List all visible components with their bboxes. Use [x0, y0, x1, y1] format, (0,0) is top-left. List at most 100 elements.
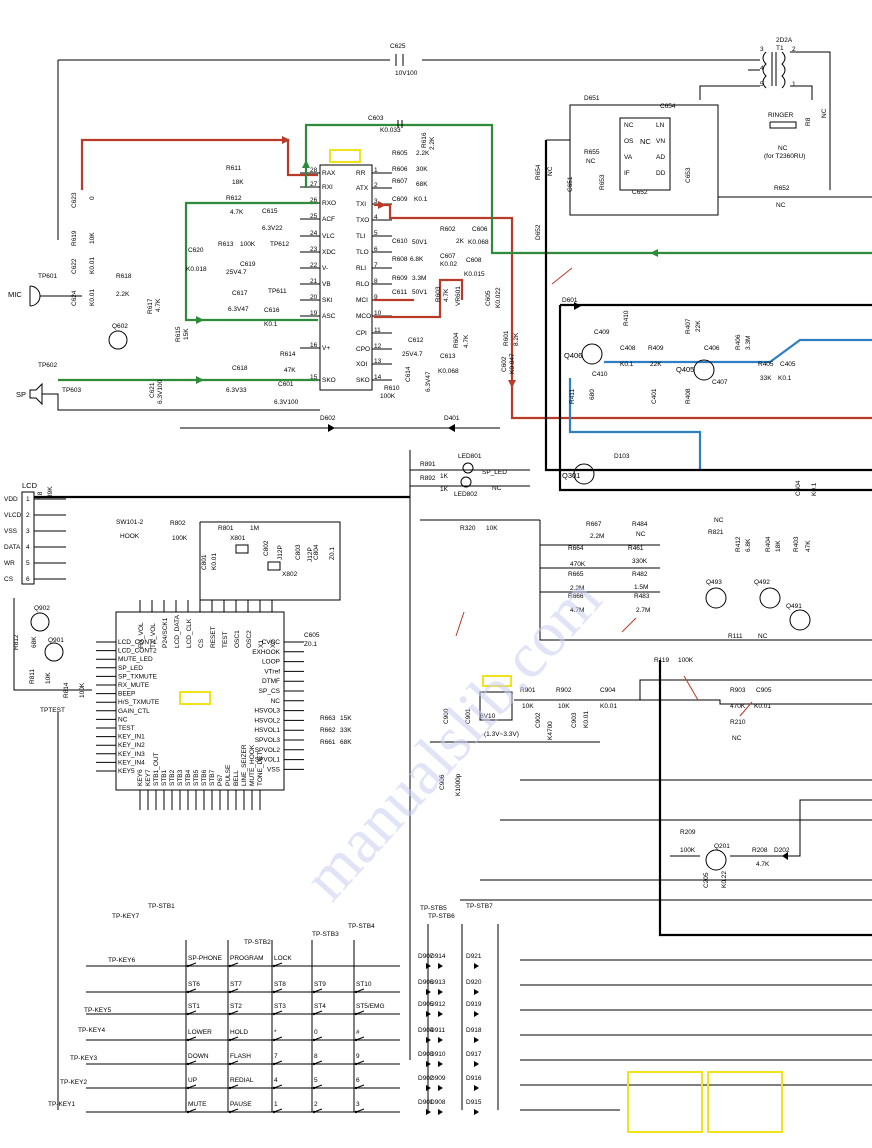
- right-mid-parts: NC R821 R412 6.8K R404 18K R403 47K R667…: [430, 517, 872, 937]
- r602-label: R602: [440, 226, 456, 233]
- speech-ic-pin-no: 14: [374, 374, 382, 381]
- c607-value: K0.02: [440, 261, 457, 268]
- tptest-label: TPTEST: [40, 707, 65, 714]
- tp-tpkey7: TP-KEY7: [112, 913, 139, 920]
- mcu-pin-p67: P67: [217, 774, 224, 786]
- speech-parts: C603 K0.033 R616 2.2K R611 18K R605 2.2K…: [71, 115, 520, 432]
- r618-label: R618: [116, 273, 132, 280]
- r891-label: R891: [420, 461, 436, 468]
- mcu-pin-spvol3: SPVOL3: [255, 737, 281, 744]
- d601-label: D601: [562, 297, 578, 304]
- c607-label: C607: [440, 253, 456, 260]
- c618-label: C618: [232, 365, 248, 372]
- annotation-arrows: [455, 267, 753, 717]
- green-signal-path: [304, 123, 872, 255]
- speech-ic-pin-no: 26: [310, 197, 318, 204]
- diode-d917: D917: [466, 1051, 482, 1058]
- key-spphone-label: SP-PHONE: [188, 955, 223, 962]
- mcu-pin-txvol: TX_VOL: [150, 623, 157, 648]
- r902-label: R902: [556, 687, 572, 694]
- reg-label: 6V10: [480, 713, 496, 720]
- diode-d914: D914: [430, 953, 446, 960]
- key-lower-label: LOWER: [188, 1029, 212, 1036]
- r614-value: 47K: [284, 367, 296, 374]
- key-contact: [228, 1086, 232, 1090]
- key-0-label: 0: [314, 1029, 318, 1036]
- c408-value: K0.1: [620, 361, 634, 368]
- c615-value: 6.3V22: [262, 225, 283, 232]
- key-contact: [228, 964, 232, 968]
- lcd-title: LCD: [22, 481, 38, 490]
- speech-ic-pin-no: 13: [374, 358, 382, 365]
- mcu-pin-key6: KEY6: [137, 769, 144, 786]
- mcu-pin-osc2: OSC2: [246, 630, 253, 648]
- d401-label: D401: [444, 415, 460, 422]
- highlight-box-1: [627, 1071, 703, 1133]
- mcu-pin-stb6: STB6: [201, 769, 208, 786]
- c405-label: C405: [780, 361, 796, 368]
- led801-label: LED801: [458, 453, 482, 460]
- r412-value: 6.8K: [745, 538, 752, 552]
- key-contact: [228, 1062, 232, 1066]
- right-bus-lines: [460, 779, 872, 1111]
- key-contact: [228, 1038, 232, 1042]
- diode-d907: D907: [418, 953, 434, 960]
- c605-value: K0.022: [495, 287, 502, 308]
- c902-label: C902: [535, 712, 542, 728]
- r603-label: R603: [435, 286, 442, 302]
- mcu-pin-x1: X1: [258, 640, 265, 648]
- key-st3-label: ST3: [274, 1003, 286, 1010]
- diode-d921: D921: [466, 953, 482, 960]
- line-interface: D652 R654 NC D601 C409 R410 R407 22K Q40…: [535, 140, 872, 496]
- speech-ic-pin-asc: ASC: [322, 313, 336, 320]
- lcd-pin-no: 2: [26, 512, 30, 519]
- mcu-pin-muteled: MUTE_LED: [118, 656, 153, 663]
- r611-label: R611: [226, 165, 241, 172]
- r209-label: R209: [680, 829, 696, 836]
- r610-value: 100K: [380, 393, 396, 400]
- ringer-note: (for T2360RU): [764, 153, 805, 160]
- key-5-label: 5: [314, 1077, 318, 1084]
- c624-label: C624: [71, 290, 78, 306]
- r892-label: R892: [420, 475, 436, 482]
- key-st10-label: ST10: [356, 981, 372, 988]
- speech-ic-pin-vlc: VLC: [322, 233, 335, 240]
- mcu-c605-label: C605: [304, 632, 320, 639]
- c651-label: C651: [567, 176, 574, 192]
- c613-value: K0.068: [438, 368, 459, 375]
- c608-value: K0.015: [464, 271, 485, 278]
- speech-ic-pin-acf: ACF: [322, 216, 335, 223]
- diode-symbol: [426, 1061, 431, 1067]
- mcu-pin-spled: SP_LED: [118, 665, 143, 672]
- key-contact: [312, 1012, 316, 1016]
- t1-pin3: 3: [760, 46, 764, 53]
- c602-label: C602: [501, 356, 508, 372]
- c606-value: K0.068: [468, 239, 489, 246]
- key-st7-label: ST7: [230, 981, 242, 988]
- mcu-pin-hsvol2: HSVOL2: [254, 717, 280, 724]
- tp-tpstb6: TP-STB6: [428, 913, 455, 920]
- r608-label: R608: [392, 256, 408, 263]
- c625-value: 10V100: [395, 70, 418, 77]
- c407-label: C407: [712, 379, 728, 386]
- speech-ic-pin-vb: VB: [322, 281, 331, 288]
- ringer: RINGER NC (for T2360RU) R8 NC: [764, 108, 828, 160]
- mcu-pin-vtref: VTref: [264, 668, 280, 675]
- r210-label: R210: [730, 719, 746, 726]
- ic-pin-if: IF: [624, 170, 630, 177]
- d651-label: D651: [584, 95, 600, 102]
- key-contact: [354, 1062, 358, 1066]
- key-st4-label: ST4: [314, 1003, 326, 1010]
- mcu-pin-test: TEST: [222, 631, 229, 648]
- speech-ic-pin-atx: ATX: [356, 185, 369, 192]
- ic-nc: NC: [640, 137, 651, 146]
- c609-label: C609: [392, 196, 408, 203]
- lcd-pin-no: 5: [26, 560, 30, 567]
- mcu-pin-gainctl: GAIN_CTL: [118, 708, 150, 715]
- r666-value: 4.7M: [570, 607, 584, 614]
- key-contact: [354, 1110, 358, 1114]
- mcu-pin-stb7: STB7: [209, 769, 216, 786]
- q901-label: Q901: [48, 637, 64, 644]
- key-contact: [272, 990, 276, 994]
- r901-label: R901: [520, 687, 536, 694]
